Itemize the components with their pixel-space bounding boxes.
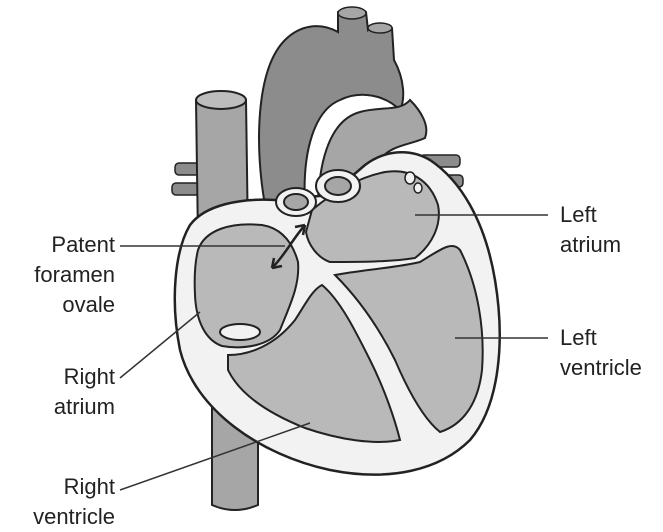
label-patent-foramen-ovale-line2: foramen (10, 260, 115, 290)
label-left-atrium: Left atrium (560, 200, 660, 260)
label-left-ventricle-line2: ventricle (560, 353, 660, 383)
label-left-atrium-line2: atrium (560, 230, 660, 260)
label-right-atrium-line1: Right (10, 362, 115, 392)
label-right-ventricle-line1: Right (0, 472, 115, 502)
label-right-atrium: Right atrium (10, 362, 115, 422)
label-patent-foramen-ovale: Patent foramen ovale (10, 230, 115, 320)
label-left-atrium-line1: Left (560, 200, 660, 230)
label-patent-foramen-ovale-line1: Patent (10, 230, 115, 260)
label-right-ventricle: Right ventricle (0, 472, 115, 532)
label-patent-foramen-ovale-line3: ovale (10, 290, 115, 320)
label-left-ventricle: Left ventricle (560, 323, 660, 383)
label-left-ventricle-line1: Left (560, 323, 660, 353)
label-right-atrium-line2: atrium (10, 392, 115, 422)
